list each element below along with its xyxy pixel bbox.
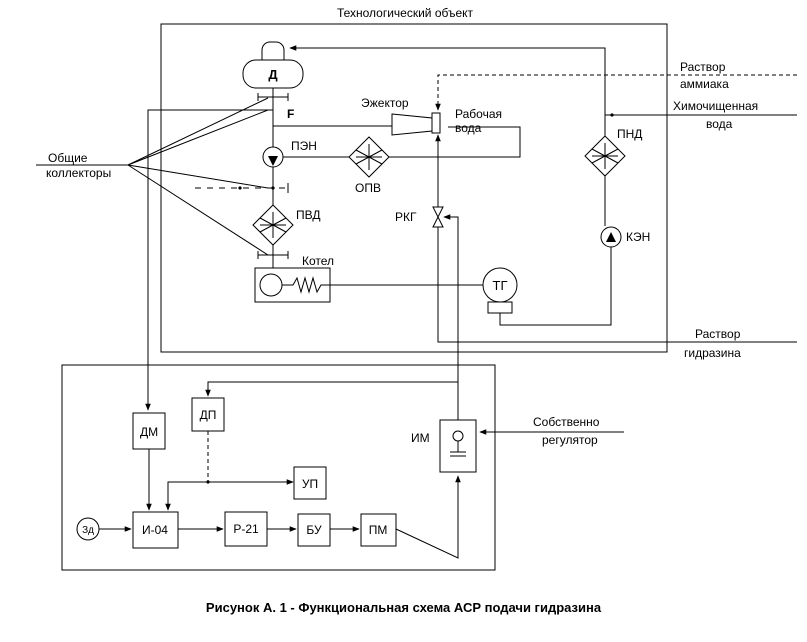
regulator-label-1: Собственно <box>533 415 600 429</box>
boiler <box>254 267 331 303</box>
ejector <box>391 112 441 136</box>
dp-label: ДП <box>200 408 217 422</box>
dp-block <box>191 397 225 432</box>
ammonia-line <box>435 74 797 111</box>
pm-block <box>360 513 397 547</box>
ken-label: КЭН <box>626 230 650 244</box>
collectors-label-1: Общие <box>48 151 88 165</box>
opv-heat-exchanger <box>348 136 390 178</box>
opv-label: ОПВ <box>355 181 381 195</box>
dm-block <box>132 412 166 450</box>
deaerator: Д <box>242 41 304 89</box>
figure-caption: Рисунок А. 1 - Функциональная схема АСР … <box>205 600 602 615</box>
pm-label: ПМ <box>369 523 388 537</box>
i04-block <box>132 511 179 549</box>
return-line <box>289 45 606 115</box>
working-water-label-2: вода <box>455 121 482 135</box>
bu-label: БУ <box>306 523 322 537</box>
dm-label: ДМ <box>140 425 158 439</box>
turbine-generator <box>482 267 518 314</box>
regulator-frame <box>61 364 496 571</box>
pnd-heat-exchanger <box>584 135 626 177</box>
bu-block <box>297 513 331 547</box>
pvd-heat-exchanger <box>252 204 294 246</box>
object-title: Технологический объект <box>337 6 474 20</box>
boiler-label: Котел <box>302 254 334 268</box>
zd-label: Зд <box>82 525 94 536</box>
r21-label: Р-21 <box>233 522 259 536</box>
technological-object-frame <box>160 23 668 353</box>
pnd-label: ПНД <box>617 127 642 141</box>
pen-label: ПЭН <box>291 139 317 153</box>
rkg-label: РКГ <box>395 210 417 224</box>
r21-block <box>224 511 268 547</box>
deaerator-label: Д <box>268 67 278 82</box>
collectors-label-2: коллекторы <box>46 166 111 180</box>
up-block <box>293 466 327 500</box>
pen-pump <box>262 146 284 168</box>
i04-label: И-04 <box>142 523 168 537</box>
working-water-label-1: Рабочая <box>455 107 502 121</box>
ejector-label: Эжектор <box>361 96 409 110</box>
dm-signal-line <box>145 109 273 411</box>
tg-label: ТГ <box>493 278 508 293</box>
hydrazine-label-1: Раствор <box>695 327 741 341</box>
regulator-label-2: регулятор <box>542 433 598 447</box>
im-label: ИМ <box>411 431 430 445</box>
collector-lines <box>127 97 269 256</box>
ammonia-label-2: аммиака <box>680 77 729 91</box>
rkg-valve <box>432 206 444 228</box>
actuator-symbol <box>450 430 466 457</box>
chem-water-label-1: Химочищенная <box>673 99 758 113</box>
up-label: УП <box>302 477 318 491</box>
ammonia-label-1: Раствор <box>680 60 726 74</box>
ken-pump <box>600 226 622 248</box>
functional-diagram: Технологический объект Д F ПЭН ОПВ Эжект… <box>36 6 797 571</box>
hydrazine-label-2: гидразина <box>684 346 741 360</box>
pvd-label: ПВД <box>296 208 321 222</box>
chem-water-label-2: вода <box>706 117 733 131</box>
flow-sensor-label: F <box>287 107 294 121</box>
